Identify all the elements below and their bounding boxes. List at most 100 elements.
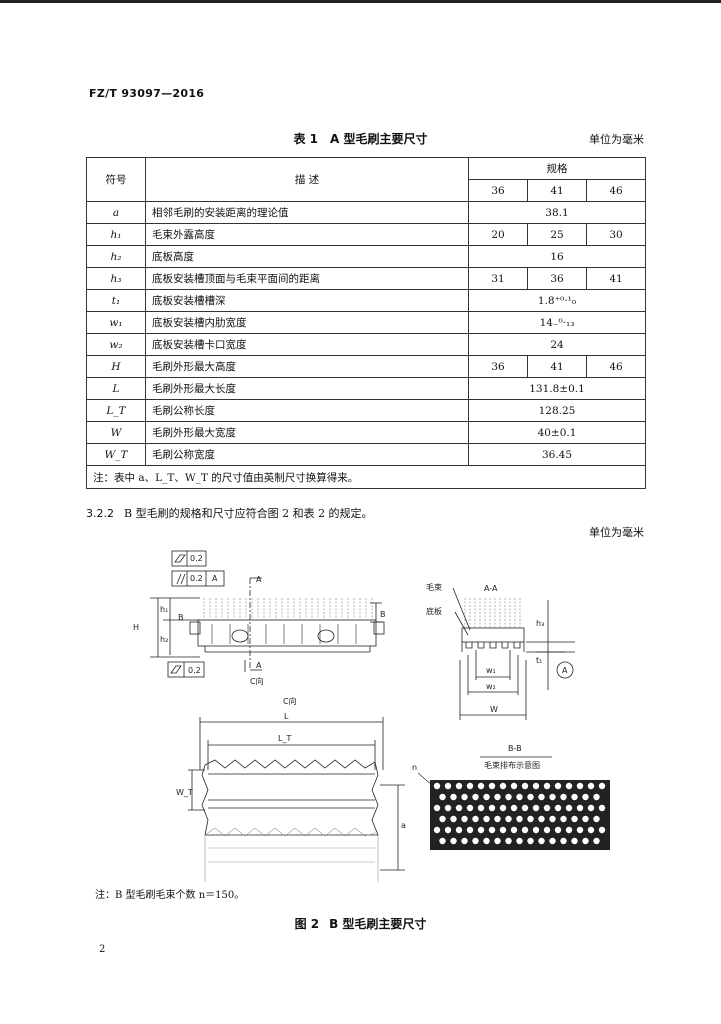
bristle-hole bbox=[499, 782, 507, 790]
size-36: 36 bbox=[468, 179, 528, 202]
page-number: 2 bbox=[99, 944, 106, 955]
section-b-right: B bbox=[380, 610, 386, 619]
bristle-hole bbox=[532, 826, 540, 834]
bristle-hole bbox=[521, 804, 529, 812]
bristle-hole bbox=[439, 837, 446, 845]
bristle-hole bbox=[461, 793, 468, 801]
bb-subtitle: 毛束排布示意图 bbox=[484, 760, 540, 770]
bristle-hole bbox=[461, 837, 468, 845]
bristle-hole bbox=[516, 793, 523, 801]
bristle-hole bbox=[571, 793, 578, 801]
bristle-hole bbox=[560, 815, 567, 823]
bristle-hole bbox=[461, 815, 468, 823]
c-view-arrow-label: C向 bbox=[250, 676, 264, 686]
bristle-hole bbox=[543, 782, 551, 790]
bristle-hole bbox=[576, 782, 584, 790]
bristle-hole bbox=[593, 815, 600, 823]
bristle-hole bbox=[444, 826, 452, 834]
dim-w2: w₂ bbox=[486, 682, 496, 691]
section-a-bottom: A bbox=[256, 661, 262, 670]
standard-code: FZ/T 93097—2016 bbox=[89, 87, 205, 100]
tol1-value: 0.2 bbox=[190, 554, 203, 563]
label-base: 底板 bbox=[426, 606, 442, 616]
bristle-hole bbox=[587, 782, 595, 790]
bristle-hole bbox=[527, 793, 534, 801]
bristle-hole bbox=[565, 804, 573, 812]
dim-h1: h₁ bbox=[160, 605, 168, 614]
bristle-hole bbox=[450, 837, 457, 845]
bristle-hole bbox=[472, 815, 479, 823]
head-desc: 描 述 bbox=[145, 157, 469, 202]
bristle-hole bbox=[549, 793, 556, 801]
bristle-hole bbox=[455, 826, 463, 834]
tol3-value: 0.2 bbox=[188, 666, 201, 675]
bristle-hole bbox=[499, 804, 507, 812]
bb-title: B-B bbox=[508, 744, 522, 753]
row-value: 36 bbox=[527, 267, 587, 290]
bristle-hole bbox=[439, 793, 446, 801]
bristle-hole bbox=[450, 793, 457, 801]
section-text: B 型毛刷的规格和尺寸应符合图 2 和表 2 的规定。 bbox=[124, 507, 373, 520]
row-description: 毛束外露高度 bbox=[145, 223, 469, 246]
figure-note: 注：B 型毛刷毛束个数 n＝150。 bbox=[95, 890, 245, 901]
bristle-hole bbox=[488, 782, 496, 790]
cview-title: C向 bbox=[283, 696, 297, 706]
section-b-left: B bbox=[178, 613, 184, 622]
dim-a: a bbox=[401, 821, 406, 830]
bristle-hole bbox=[494, 837, 501, 845]
table-unit: 单位为毫米 bbox=[589, 133, 644, 146]
c-view-faded-next-brush bbox=[204, 827, 379, 882]
label-n: n bbox=[412, 763, 417, 772]
head-symbol: 符号 bbox=[86, 157, 146, 202]
c-view bbox=[188, 717, 405, 871]
bristle-hole bbox=[516, 815, 523, 823]
table-note-row: 注：表中 a、L_T、W_T 的尺寸值由英制尺寸换算得来。 bbox=[86, 465, 646, 489]
tolerance-frame-1 bbox=[171, 550, 207, 567]
bristle-hole bbox=[582, 837, 589, 845]
bristle-hole bbox=[483, 815, 490, 823]
row-value: 14₋⁰·₁₃ bbox=[468, 311, 646, 334]
bristle-hole bbox=[532, 804, 540, 812]
tol2-datum: A bbox=[212, 574, 218, 583]
bristle-hole bbox=[433, 782, 441, 790]
bristle-hole bbox=[488, 804, 496, 812]
bristle-hole bbox=[532, 782, 540, 790]
bristle-hole bbox=[494, 793, 501, 801]
bristle-hole bbox=[510, 804, 518, 812]
figure-title: B 型毛刷主要尺寸 bbox=[329, 917, 427, 931]
table-title: A 型毛刷主要尺寸 bbox=[330, 132, 428, 146]
aa-section bbox=[452, 587, 575, 720]
bristle-hole bbox=[593, 793, 600, 801]
top-rule bbox=[0, 0, 721, 3]
aa-title: A-A bbox=[484, 584, 498, 593]
bristle-hole bbox=[554, 782, 562, 790]
bristle-hole bbox=[582, 815, 589, 823]
aa-section-bristles bbox=[464, 598, 521, 628]
bristle-hole bbox=[477, 782, 485, 790]
bristle-hole bbox=[505, 837, 512, 845]
bristle-hole bbox=[444, 782, 452, 790]
bristle-hole bbox=[510, 826, 518, 834]
bristle-hole bbox=[521, 826, 529, 834]
bristle-hole bbox=[554, 804, 562, 812]
bristle-hole bbox=[560, 837, 567, 845]
bristle-hole bbox=[472, 837, 479, 845]
bristle-hole bbox=[576, 826, 584, 834]
bristle-hole bbox=[593, 837, 600, 845]
bristle-hole bbox=[565, 782, 573, 790]
bristle-hole bbox=[433, 804, 441, 812]
side-view-bristles bbox=[203, 598, 373, 620]
bristle-hole bbox=[538, 815, 545, 823]
bristle-hole bbox=[565, 826, 573, 834]
bristle-hole bbox=[466, 804, 474, 812]
table-note: 注：表中 a、L_T、W_T 的尺寸值由英制尺寸换算得来。 bbox=[86, 465, 646, 489]
dim-H: H bbox=[133, 623, 139, 632]
bristle-hole bbox=[538, 793, 545, 801]
